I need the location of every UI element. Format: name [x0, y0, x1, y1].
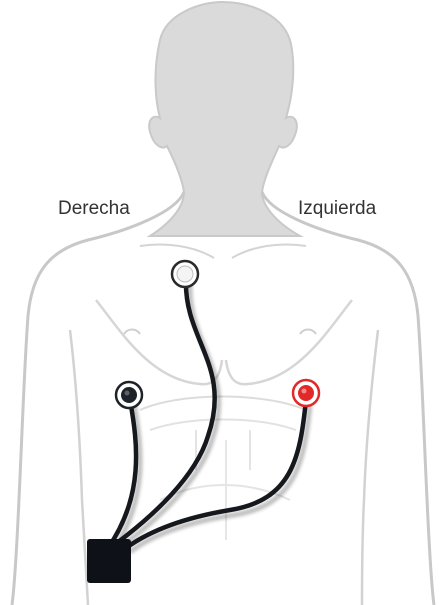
right-nipple [124, 330, 140, 335]
black-lead-cable [108, 400, 136, 548]
white-lead-cable [110, 280, 215, 548]
left-side-label: Izquierda [298, 198, 376, 220]
holter-recorder-box [87, 539, 131, 583]
right-side-label: Derecha [58, 198, 130, 220]
red-electrode [293, 380, 319, 406]
white-electrode [172, 261, 198, 287]
head-silhouette [149, 2, 300, 236]
black-electrode [116, 382, 142, 408]
left-nipple [300, 330, 316, 335]
